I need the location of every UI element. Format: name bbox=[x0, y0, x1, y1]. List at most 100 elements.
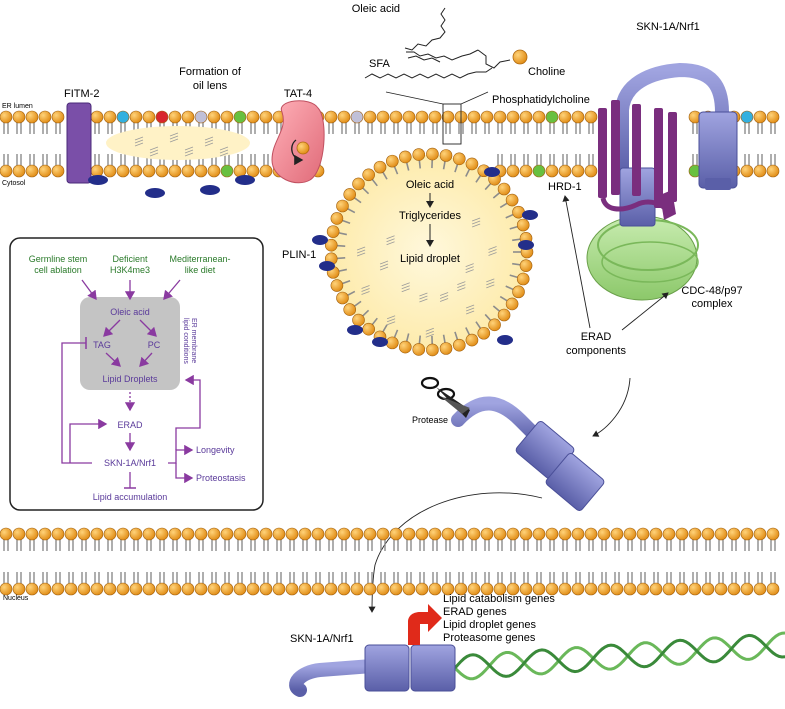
er-lipid-lower bbox=[584, 154, 598, 178]
er-lipid-upper bbox=[584, 110, 598, 134]
nuclear-lipid-upper bbox=[441, 527, 455, 551]
nuclear-lipid-lower bbox=[116, 572, 130, 596]
nuclear-lipid-lower bbox=[285, 572, 299, 596]
er-lipid-upper bbox=[246, 110, 260, 134]
nuclear-lipid-lower bbox=[311, 572, 325, 596]
triglyceride-mark bbox=[149, 146, 159, 157]
er-lipid-lower bbox=[194, 154, 208, 178]
droplet-head bbox=[385, 336, 399, 350]
inset-pc: PC bbox=[148, 340, 161, 350]
cytosol-label: Cytosol bbox=[2, 180, 26, 187]
droplet-head bbox=[439, 149, 453, 162]
droplet-head bbox=[452, 338, 466, 352]
nuclear-lipid-lower bbox=[324, 572, 338, 596]
nuclear-lipid-upper bbox=[311, 527, 325, 551]
plin1-protein bbox=[319, 261, 335, 271]
droplet-head bbox=[352, 313, 365, 327]
er-lipid-lower bbox=[558, 154, 572, 178]
nuclear-lipid-upper bbox=[259, 527, 273, 551]
er-lipid-upper bbox=[389, 110, 403, 134]
nuclear-lipid-upper bbox=[506, 527, 520, 551]
protease-label: Protease bbox=[412, 415, 448, 425]
er-lipid-upper bbox=[51, 110, 65, 134]
inset-er-cond-1: ER membrane bbox=[190, 318, 197, 363]
er-membrane bbox=[0, 110, 780, 178]
plin1-protein bbox=[312, 235, 328, 245]
er-lipid-upper bbox=[532, 110, 546, 134]
nuclear-lipid-lower bbox=[103, 572, 117, 596]
triglyceride-mark bbox=[386, 235, 395, 246]
inset-input-2b: H3K4me3 bbox=[110, 265, 150, 275]
nuclear-lipid-upper bbox=[428, 527, 442, 551]
nuclear-lipid-upper bbox=[142, 527, 156, 551]
nuclear-lipid-lower bbox=[350, 572, 364, 596]
droplet-head bbox=[512, 285, 525, 299]
droplet-head bbox=[505, 297, 519, 311]
formation-label-2: oil lens bbox=[193, 80, 228, 92]
nuclear-lipid-upper bbox=[129, 527, 143, 551]
nuclear-lipid-lower bbox=[558, 572, 572, 596]
triglyceride-mark bbox=[465, 263, 474, 273]
nuclear-lipid-upper bbox=[116, 527, 130, 551]
pc-highlight-box bbox=[442, 103, 462, 145]
pc-zoom-line-left bbox=[385, 91, 444, 105]
er-lipid-upper bbox=[220, 110, 234, 134]
skn1a-top-label: SKN-1A/Nrf1 bbox=[636, 21, 700, 33]
nuclear-lipid-lower bbox=[610, 572, 624, 596]
er-lipid-upper bbox=[0, 110, 13, 134]
nuclear-lipid-upper bbox=[0, 527, 13, 551]
triglyceride-mark bbox=[439, 292, 449, 302]
nuclear-lipid-lower bbox=[259, 572, 273, 596]
er-lipid-lower bbox=[25, 154, 39, 178]
triglyceride-mark bbox=[471, 217, 481, 228]
droplet-head bbox=[516, 218, 530, 232]
nuclear-lipid-lower bbox=[506, 572, 520, 596]
droplet-head bbox=[497, 308, 511, 322]
er-lipid-lower bbox=[532, 154, 546, 178]
lipid-droplet bbox=[312, 147, 538, 357]
nuclear-lipid-upper bbox=[25, 527, 39, 551]
droplet-monolayer bbox=[324, 147, 534, 357]
fitm2-label: FITM-2 bbox=[64, 88, 99, 100]
droplet-head bbox=[516, 272, 530, 286]
droplet-head bbox=[330, 212, 344, 225]
nuclear-lipid-lower bbox=[363, 572, 377, 596]
nuclear-lipid-upper bbox=[324, 527, 338, 551]
nuclear-lipid-upper bbox=[766, 527, 780, 551]
nuclear-lipid-upper bbox=[675, 527, 689, 551]
er-lipid-upper bbox=[233, 110, 247, 134]
droplet-head bbox=[362, 322, 375, 336]
plin-protein bbox=[200, 185, 220, 195]
erad-label-1: ERAD bbox=[581, 331, 612, 343]
inset-proteostasis: Proteostasis bbox=[196, 473, 246, 483]
plin1-protein bbox=[522, 210, 538, 220]
inset-input-3b: like diet bbox=[185, 265, 216, 275]
nuclear-lipid-lower bbox=[38, 572, 52, 596]
inset-oleic: Oleic acid bbox=[110, 307, 150, 317]
nuclear-lipid-upper bbox=[636, 527, 650, 551]
droplet-head bbox=[412, 343, 426, 356]
nuclear-lipid-lower bbox=[636, 572, 650, 596]
droplet-head bbox=[519, 259, 533, 272]
nuclear-lipid-lower bbox=[649, 572, 663, 596]
er-lipid-upper bbox=[90, 110, 104, 134]
nuclear-lipid-upper bbox=[402, 527, 416, 551]
nuclear-lipid-lower bbox=[181, 572, 195, 596]
nucleus-label: Nucleus bbox=[3, 595, 29, 602]
nuclear-lipid-upper bbox=[727, 527, 741, 551]
er-lipid-upper bbox=[259, 110, 273, 134]
nuclear-lipid-upper bbox=[649, 527, 663, 551]
nuclear-lipid-upper bbox=[337, 527, 351, 551]
nuclear-lipid-upper bbox=[298, 527, 312, 551]
cleavage-arrow bbox=[592, 377, 631, 437]
inset-longevity: Longevity bbox=[196, 445, 235, 455]
er-lipid-upper bbox=[116, 110, 130, 134]
nuclear-lipid-upper bbox=[207, 527, 221, 551]
er-lipid-upper bbox=[415, 110, 429, 134]
nuclear-lipid-upper bbox=[688, 527, 702, 551]
er-lipid-lower bbox=[519, 154, 533, 178]
nuclear-lipid-upper bbox=[532, 527, 546, 551]
triglyceride-mark bbox=[134, 136, 144, 147]
nuclear-lipid-upper bbox=[168, 527, 182, 551]
droplet-head bbox=[362, 168, 375, 182]
